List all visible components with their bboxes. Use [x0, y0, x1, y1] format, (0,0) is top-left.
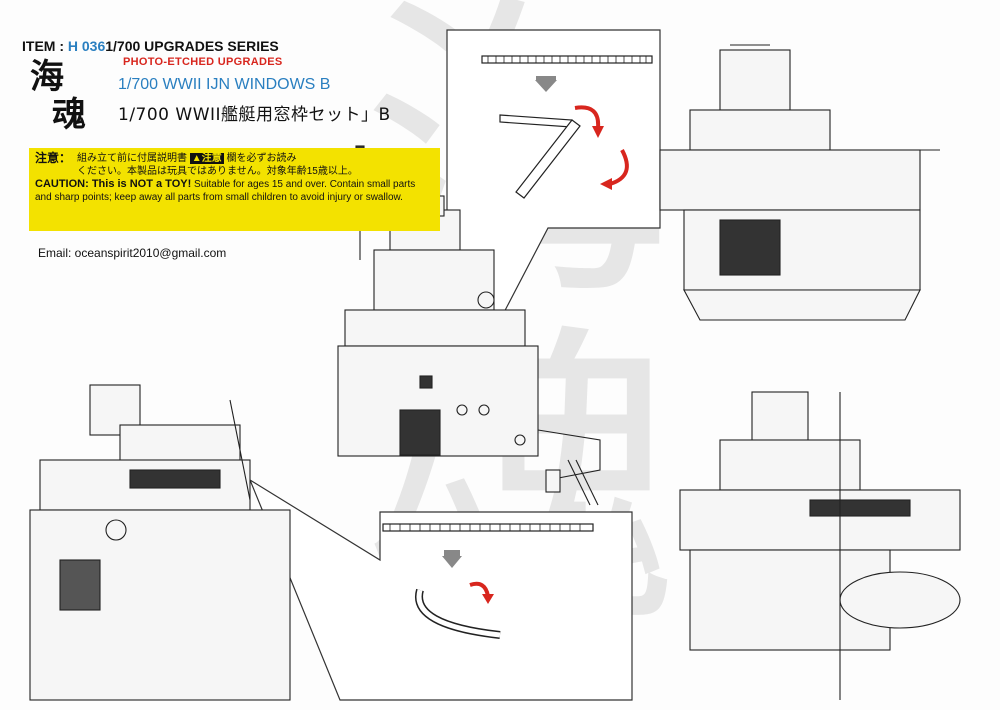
bend-arrow-icon	[574, 105, 601, 129]
contact-email: Email: oceanspirit2010@gmail.com	[38, 246, 227, 260]
caution-jp-line-2: ください。本製品は玩具ではありません。対象年齢15歳以上。	[77, 166, 358, 177]
item-code: H 036	[67, 38, 106, 54]
caution-en-warning: CAUTION: This is NOT a TOY!	[35, 178, 192, 190]
item-label: ITEM :	[22, 38, 68, 54]
caution-en: CAUTION: This is NOT a TOY! Suitable for…	[35, 178, 434, 204]
logo-char-1: 海	[30, 57, 64, 97]
logo-char-2: 魂	[52, 95, 86, 135]
brand-logo: 海 魂	[30, 58, 92, 138]
bridge-model-bottom-left	[29, 384, 291, 701]
series-label: 1/700 UPGRADES SERIES	[105, 38, 279, 54]
title-english: 1/700 WWII IJN WINDOWS B	[118, 76, 331, 93]
title-japanese: 1/700 WWII艦艇用窓枠セット」B	[118, 105, 391, 125]
caution-box: 注意： 組み立て前に付属説明書 ▲注意 欄を必ずお読み ください。本製品は玩具で…	[29, 148, 440, 231]
arrow-down-icon-2	[442, 556, 462, 568]
pe-window-strip-bottom	[382, 523, 594, 532]
pe-window-strip-top	[481, 55, 653, 64]
arrow-down-icon	[535, 80, 557, 92]
bend-arrow-icon-2	[609, 149, 629, 186]
pe-window-strip-folded	[499, 114, 581, 199]
item-line: ITEM : H 0361/700 UPGRADES SERIES	[22, 38, 279, 54]
caution-jp-label: 注意：	[35, 151, 72, 165]
caution-en-text: Suitable for ages 15 and over. Contain s…	[35, 179, 416, 203]
subtitle: PHOTO-ETCHED UPGRADES	[123, 56, 283, 68]
caution-jp-text-a: 組み立て前に付属説明書	[77, 153, 188, 164]
caution-jp-box: ▲注意	[189, 153, 224, 164]
caution-jp-text-b: 欄を必ずお読み	[226, 153, 297, 164]
bridge-model-bottom-right	[679, 391, 961, 700]
caution-jp-row-1: 注意： 組み立て前に付属説明書 ▲注意 欄を必ずお読み	[35, 152, 434, 165]
detail-panel-bottom	[248, 478, 633, 701]
bend-arrow-icon-3	[469, 581, 490, 597]
bridge-model-top-right	[659, 44, 940, 321]
